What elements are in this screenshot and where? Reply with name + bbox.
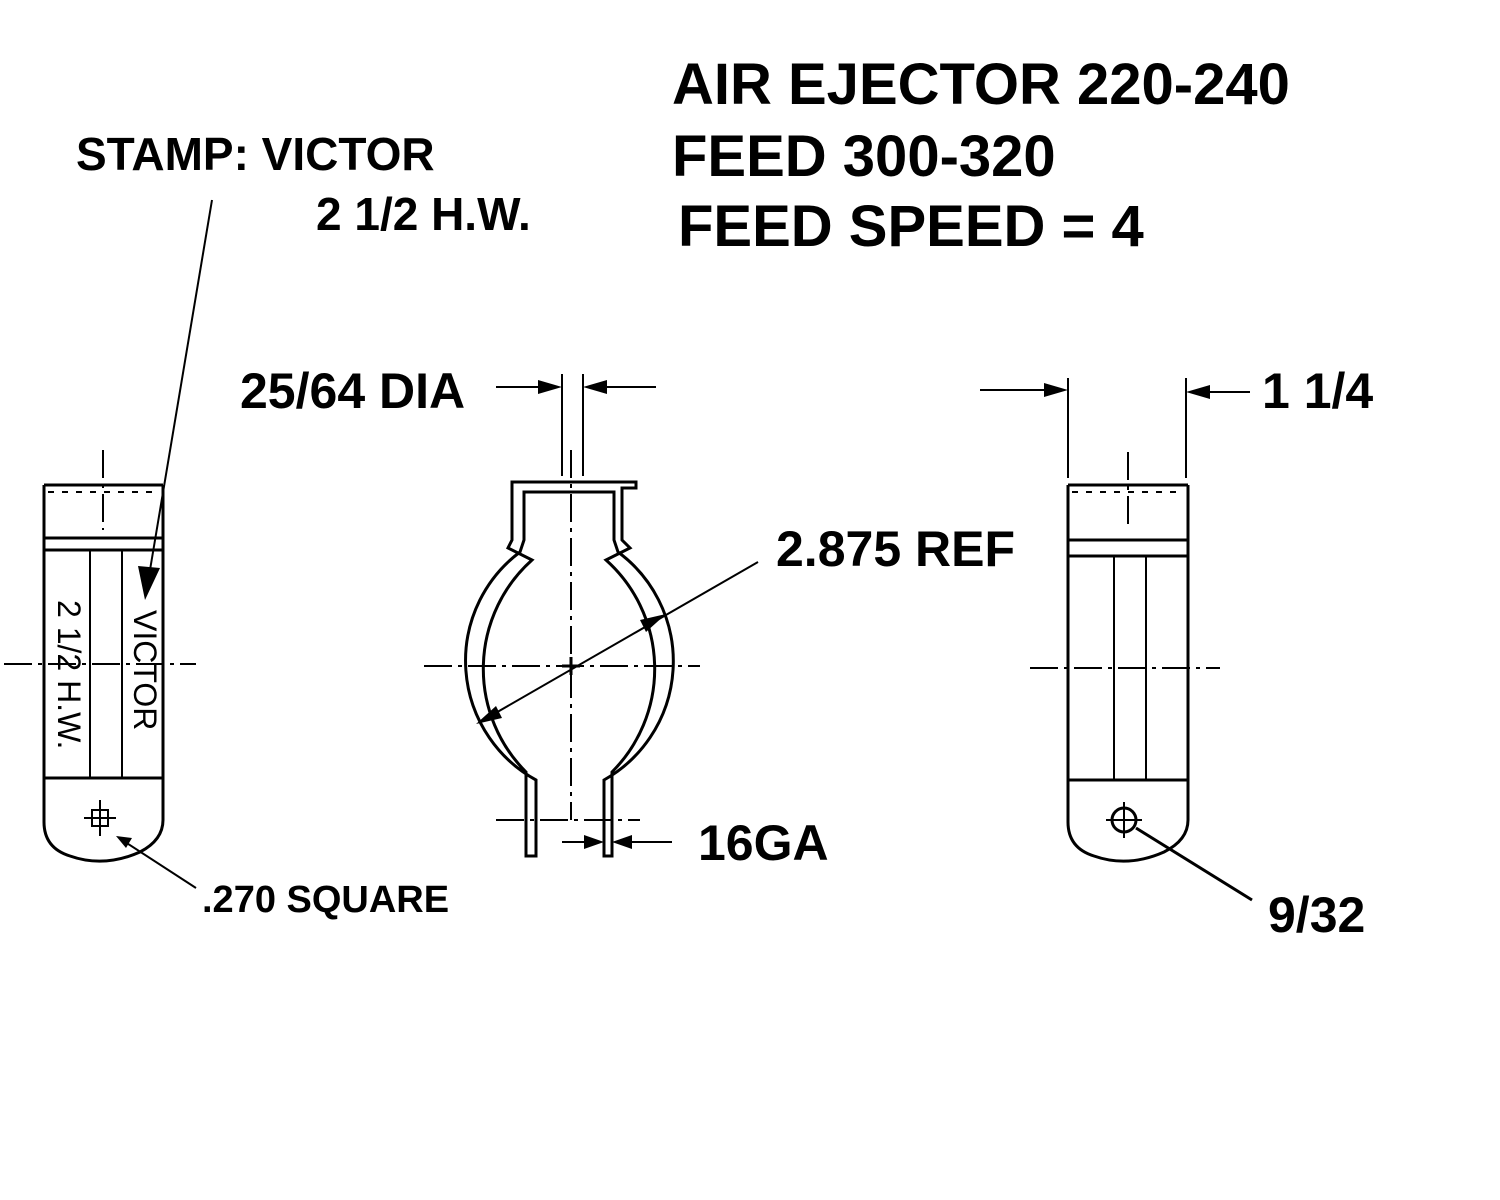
title-line-1: AIR EJECTOR 220-240 (672, 52, 1290, 117)
width-arrow-left (1044, 383, 1068, 397)
part-stamp-size: 2 1/2 H.W. (51, 600, 87, 749)
slot-arrow-right (583, 380, 607, 394)
part-stamp-victor: VICTOR (127, 610, 163, 730)
width-dimension: 1 1/4 (1262, 363, 1373, 419)
title-line-2: FEED 300-320 (672, 124, 1056, 189)
left-view-outline (42, 483, 165, 863)
round-hole-dimension: 9/32 (1268, 887, 1365, 943)
gauge-dimension: 16GA (698, 815, 829, 871)
stamp-note: STAMP: VICTOR 2 1/2 H.W. (76, 128, 531, 600)
ref-diameter-arrow-inner (476, 706, 502, 724)
ref-diameter-arrow-outer (640, 614, 666, 632)
ref-diameter-leader (479, 561, 759, 723)
center-view: 25/64 DIA 2.875 REF 16GA (240, 363, 1015, 871)
ref-diameter-dimension: 2.875 REF (776, 521, 1015, 577)
square-hole-dimension: .270 SQUARE (202, 879, 449, 921)
clamp-profile (464, 480, 675, 858)
slot-arrow-left (538, 380, 562, 394)
round-hole-leader (1135, 826, 1253, 902)
gauge-arrow-right (612, 835, 632, 849)
stamp-leader-line (149, 199, 213, 571)
gauge-arrow-left (584, 835, 604, 849)
square-hole-leader (121, 839, 197, 889)
left-view: VICTOR 2 1/2 H.W. .270 SQUARE (4, 450, 449, 921)
width-arrow-right (1186, 385, 1210, 399)
stamp-note-line-2: 2 1/2 H.W. (316, 188, 531, 240)
stamp-leader-arrow (138, 566, 160, 600)
right-view: 1 1/4 9/32 (980, 363, 1373, 943)
slot-diameter-dimension: 25/64 DIA (240, 363, 465, 419)
square-hole-leader-arrow (116, 836, 132, 848)
stamp-note-line-1: STAMP: VICTOR (76, 128, 435, 180)
right-view-outline (1066, 483, 1190, 863)
title-line-3: FEED SPEED = 4 (678, 194, 1144, 259)
title-block: AIR EJECTOR 220-240 FEED 300-320 FEED SP… (672, 52, 1290, 259)
